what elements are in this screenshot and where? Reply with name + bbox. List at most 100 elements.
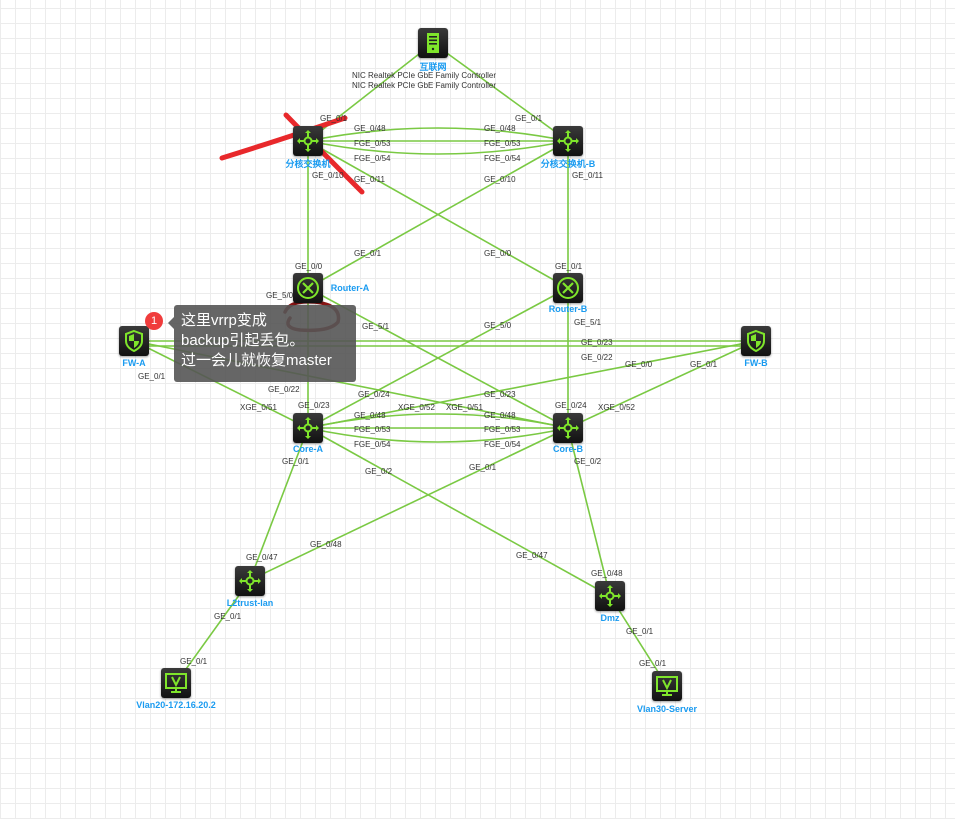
port-label: FGE_0/53	[354, 139, 391, 148]
node-label: Vlan30-Server	[636, 704, 698, 714]
port-label: GE_0/0	[295, 262, 323, 271]
port-label: GE_0/0	[625, 360, 653, 369]
port-label: GE_0/22	[268, 385, 300, 394]
node-label: L2trust-lan	[226, 598, 274, 608]
core-a-node[interactable]	[293, 413, 323, 443]
tooltip-line: 这里vrrp变成	[181, 312, 267, 329]
router-a-node[interactable]	[293, 273, 323, 303]
node-label: FW-B	[744, 358, 768, 368]
link[interactable]	[307, 427, 569, 443]
switch-icon	[557, 130, 579, 152]
port-label: GE_0/24	[555, 401, 587, 410]
link[interactable]	[567, 340, 757, 429]
port-label: GE_5/0	[266, 291, 294, 300]
link[interactable]	[307, 140, 569, 289]
port-label: GE_0/22	[581, 353, 613, 362]
port-label: GE_0/11	[572, 171, 603, 180]
port-label: GE_0/11	[354, 175, 385, 184]
port-label: FGE_0/53	[484, 425, 521, 434]
server-vlan30-node[interactable]	[652, 671, 682, 701]
link[interactable]	[307, 413, 569, 429]
port-label: GE_5/0	[484, 321, 512, 330]
link[interactable]	[307, 140, 569, 155]
link[interactable]	[249, 427, 569, 581]
link[interactable]	[307, 127, 569, 142]
switch-b-node[interactable]	[553, 126, 583, 156]
port-label: GE_0/1	[469, 463, 497, 472]
port-label: GE_5/1	[574, 318, 602, 327]
nic-label: NIC Realtek PCIe GbE Family Controller	[352, 71, 497, 80]
port-label: GE_0/48	[591, 569, 623, 578]
link[interactable]	[432, 42, 569, 142]
node-label: Router-A	[330, 283, 370, 293]
switch-icon	[297, 130, 319, 152]
internet-server-node[interactable]	[418, 28, 448, 58]
port-label: XGE_0/51	[240, 403, 277, 412]
router-icon	[297, 277, 319, 299]
router-b-node[interactable]	[553, 273, 583, 303]
port-label: GE_0/1	[354, 249, 382, 258]
port-label: GE_0/1	[214, 612, 242, 621]
tooltip-line: 过一会儿就恢复master	[181, 352, 332, 369]
dmz-node[interactable]	[595, 581, 625, 611]
router-icon	[557, 277, 579, 299]
port-label: GE_0/1	[639, 659, 667, 668]
link[interactable]	[133, 340, 309, 429]
port-label: FGE_0/54	[484, 154, 521, 163]
port-label: GE_0/48	[484, 124, 516, 133]
core-b-node[interactable]	[553, 413, 583, 443]
shield-icon	[747, 329, 765, 353]
node-label: Core-B	[552, 444, 584, 454]
port-label: GE_0/1	[515, 114, 543, 123]
link[interactable]	[307, 287, 569, 429]
switch-a-node[interactable]	[293, 126, 323, 156]
node-label: 互联网	[419, 62, 447, 72]
link[interactable]	[307, 427, 611, 597]
link[interactable]	[307, 340, 757, 429]
port-label: GE_0/0	[484, 249, 512, 258]
node-label: Vlan20-172.16.20.2	[136, 700, 216, 710]
monitor-icon	[656, 676, 678, 696]
port-label: GE_0/47	[246, 553, 278, 562]
node-label: Router-B	[548, 304, 588, 314]
port-label: XGE_0/52	[598, 403, 635, 412]
switch-icon	[297, 417, 319, 439]
port-label: GE_0/23	[298, 401, 330, 410]
link[interactable]	[175, 579, 251, 684]
port-label: FGE_0/53	[484, 139, 521, 148]
port-label: GE_0/47	[516, 551, 548, 560]
port-label: GE_0/1	[138, 372, 166, 381]
port-label: XGE_0/51	[446, 403, 483, 412]
node-label: FW-A	[122, 358, 146, 368]
firewall-b-node[interactable]	[741, 326, 771, 356]
shield-icon	[125, 329, 143, 353]
port-label: GE_0/48	[310, 540, 342, 549]
annotation-tooltip: 这里vrrp变成 backup引起丢包。 过一会儿就恢复master	[168, 305, 356, 382]
port-label: FGE_0/54	[354, 440, 391, 449]
pc-vlan20-node[interactable]	[161, 668, 191, 698]
port-label: GE_0/23	[581, 338, 613, 347]
monitor-icon	[165, 673, 187, 693]
port-label: GE_0/10	[484, 175, 516, 184]
port-label: GE_0/2	[365, 467, 393, 476]
port-label: FGE_0/54	[354, 154, 391, 163]
tooltip-line: backup引起丢包。	[181, 332, 305, 349]
port-label: GE_5/1	[362, 322, 390, 331]
node-label: 分核交换机-B	[540, 159, 596, 169]
port-label: FGE_0/53	[354, 425, 391, 434]
link[interactable]	[249, 427, 309, 581]
firewall-a-node[interactable]	[119, 326, 149, 356]
port-label: GE_0/48	[354, 124, 386, 133]
port-label: GE_0/48	[354, 411, 386, 420]
nic-label: NIC Realtek PCIe GbE Family Controller	[352, 81, 497, 90]
annotation-badge[interactable]: 1	[145, 312, 163, 330]
switch-icon	[557, 417, 579, 439]
port-label: GE_0/1	[282, 457, 310, 466]
port-label: FGE_0/54	[484, 440, 521, 449]
port-label: GE_0/1	[626, 627, 654, 636]
l2trust-lan-node[interactable]	[235, 566, 265, 596]
port-label: GE_0/48	[484, 411, 516, 420]
link[interactable]	[567, 427, 611, 597]
port-label: GE_0/1	[180, 657, 208, 666]
port-label: GE_0/2	[574, 457, 602, 466]
